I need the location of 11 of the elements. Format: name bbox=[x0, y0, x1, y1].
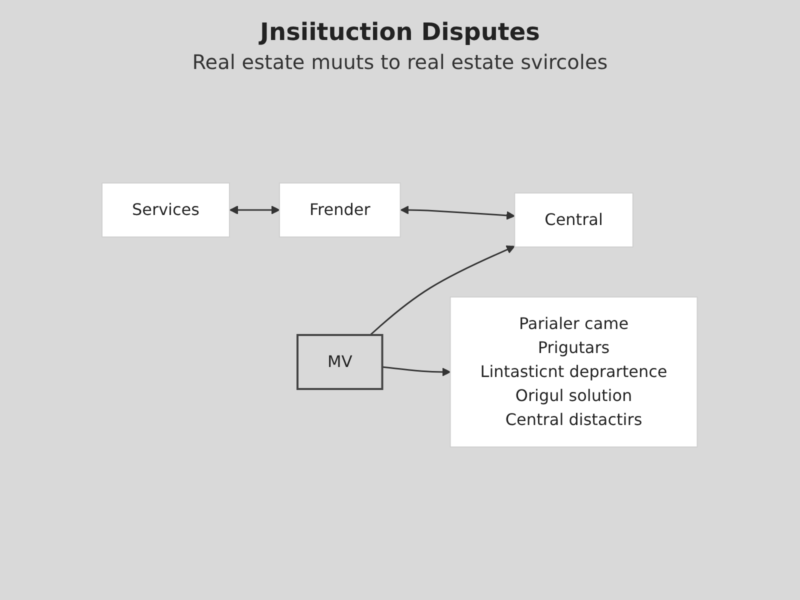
arrow bbox=[370, 245, 516, 336]
diagram-title: Jnsiituction Disputes bbox=[260, 18, 540, 46]
arrow bbox=[382, 366, 452, 376]
node-box: Frender bbox=[279, 182, 402, 238]
node-box: Services bbox=[102, 182, 230, 238]
arrow bbox=[230, 206, 280, 214]
node-box: MV bbox=[296, 334, 384, 390]
subtitle: Real estate muuts to real estate svircoles bbox=[192, 50, 608, 74]
node-box: Parialer came Prigutars Lintasticnt deprartence Origul solution Central distactirs bbox=[450, 296, 698, 448]
node-box: Central bbox=[514, 192, 634, 248]
arrow bbox=[400, 206, 516, 220]
